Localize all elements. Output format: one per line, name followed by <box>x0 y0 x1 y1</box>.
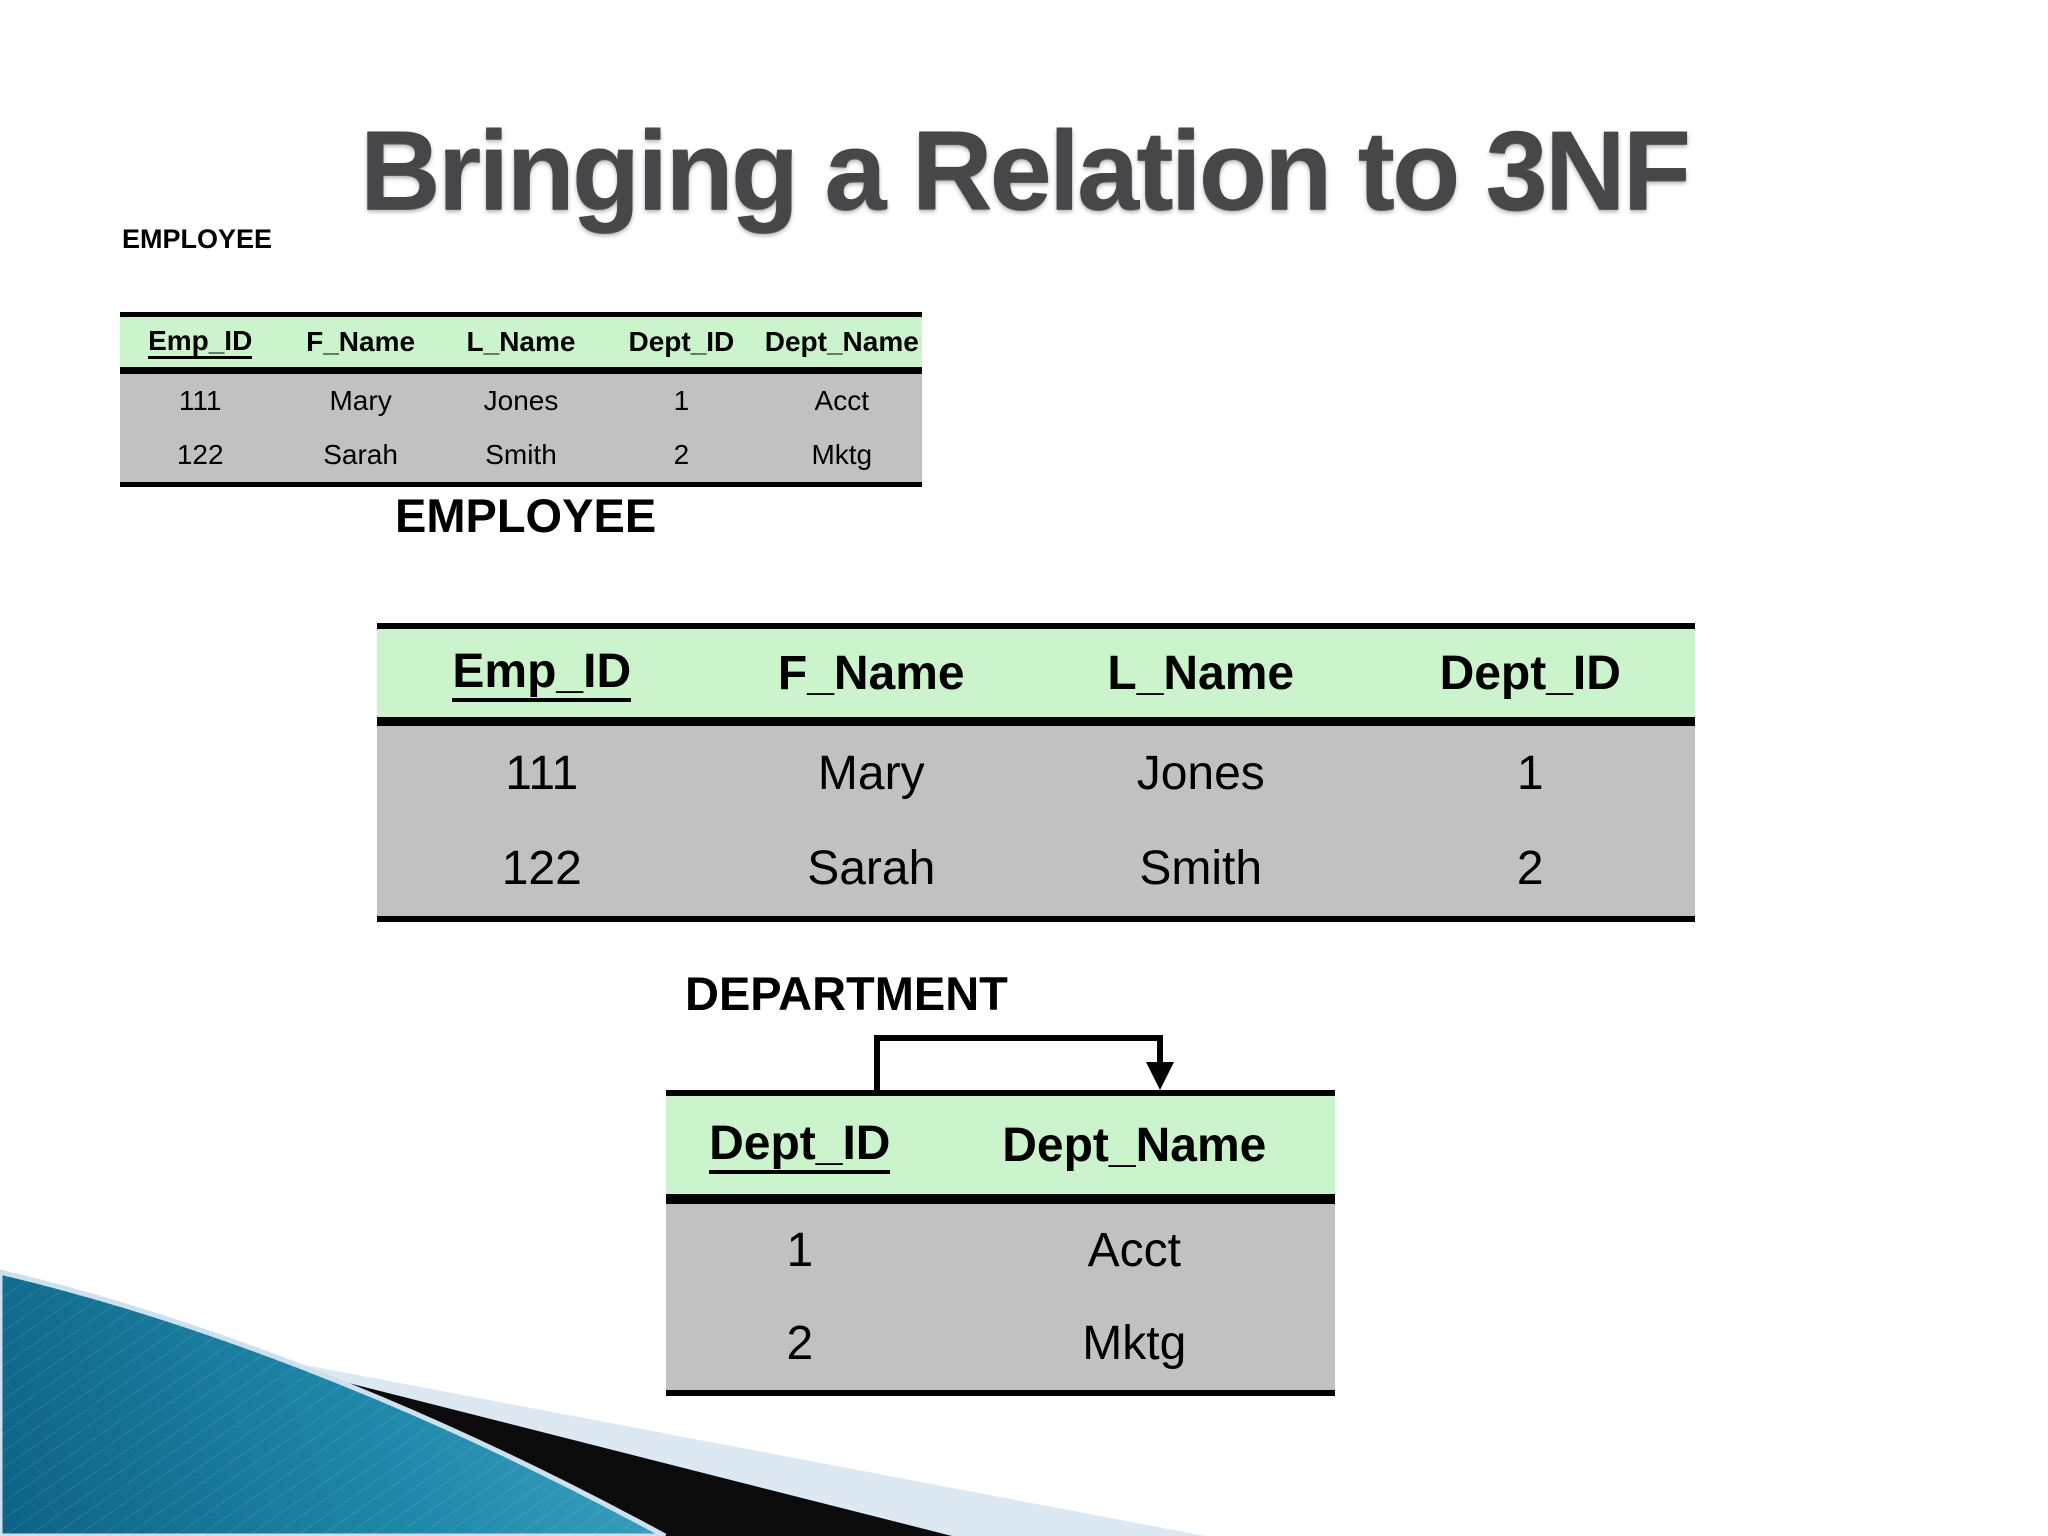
header-cell-f_name: F_Name <box>306 326 416 357</box>
header-cell-emp_id: Emp_ID <box>377 644 707 702</box>
table-cell: 111 <box>178 385 222 416</box>
header-cell-dept_name: Dept_Name <box>764 326 919 357</box>
header-cell-dept_name: Dept_Name <box>1002 1118 1267 1172</box>
table-header-row: Emp_ID F_Name L_Name Dept_ID <box>377 623 1695 726</box>
fd-arrow-dept-id-to-dept-name <box>874 1035 1174 1090</box>
deco-teal-triangle <box>0 1269 667 1536</box>
slide-title: Bringing a Relation to 3NF <box>359 108 1691 233</box>
table-row: 122 Sarah Smith 2 <box>377 821 1695 916</box>
table-cell: 2 <box>673 439 690 470</box>
table-cell: Sarah <box>807 842 936 895</box>
table-cell: Mktg <box>1082 1317 1187 1370</box>
table-cell: 122 <box>176 439 224 470</box>
table-cell: Jones <box>483 385 559 416</box>
table-cell: 1 <box>673 385 690 416</box>
table-cell: Mary <box>329 385 392 416</box>
table-row: 111 Mary Jones 1 Acct <box>120 374 922 428</box>
deco-teal-texture <box>0 1272 665 1536</box>
table-cell: Jones <box>1136 747 1265 800</box>
employee-3nf-label: EMPLOYEE <box>395 489 657 542</box>
employee-unnormalized-label: EMPLOYEE <box>122 224 273 254</box>
table-cell: Mary <box>817 747 925 800</box>
table-cell: Acct <box>1087 1224 1181 1277</box>
department-label: DEPARTMENT <box>685 967 1008 1020</box>
header-cell-emp_id: Emp_ID <box>120 325 280 360</box>
table-cell: 1 <box>1516 747 1544 800</box>
header-cell-dept_id: Dept_ID <box>1439 646 1621 700</box>
header-cell-f_name: F_Name <box>777 646 965 700</box>
table-cell: Acct <box>814 385 870 416</box>
header-cell-l_name: L_Name <box>466 326 576 357</box>
table-row: 111 Mary Jones 1 <box>377 726 1695 821</box>
table-row: 122 Sarah Smith 2 Mktg <box>120 428 922 482</box>
header-cell-dept_id: Dept_ID <box>628 326 735 357</box>
table-cell: 111 <box>505 747 579 800</box>
arrowhead-icon <box>1146 1062 1174 1090</box>
header-cell-dept_id: Dept_ID <box>666 1116 934 1174</box>
table-header-row: Dept_ID Dept_Name <box>666 1090 1335 1204</box>
table-cell: 1 <box>786 1224 814 1277</box>
table-cell: Smith <box>1139 842 1263 895</box>
employee-unnormalized-table: Emp_ID F_Name L_Name Dept_ID Dept_Name 111 Mar… <box>120 312 922 487</box>
table-cell: 122 <box>501 842 582 895</box>
table-row: 1 Acct <box>666 1204 1335 1297</box>
table-row: 2 Mktg <box>666 1297 1335 1390</box>
table-header-row: Emp_ID F_Name L_Name Dept_ID Dept_Name <box>120 312 922 374</box>
table-cell: 2 <box>1516 842 1544 895</box>
table-cell: Mktg <box>811 439 873 470</box>
table-cell: Smith <box>485 439 557 470</box>
table-cell: 2 <box>786 1317 814 1370</box>
table-cell: Sarah <box>323 439 398 470</box>
employee-3nf-table: Emp_ID F_Name L_Name Dept_ID 111 Mary Jones 1 12… <box>377 623 1695 922</box>
department-table: Dept_ID Dept_Name 1 Acct 2 Mktg <box>666 1090 1335 1396</box>
header-cell-l_name: L_Name <box>1107 646 1295 700</box>
